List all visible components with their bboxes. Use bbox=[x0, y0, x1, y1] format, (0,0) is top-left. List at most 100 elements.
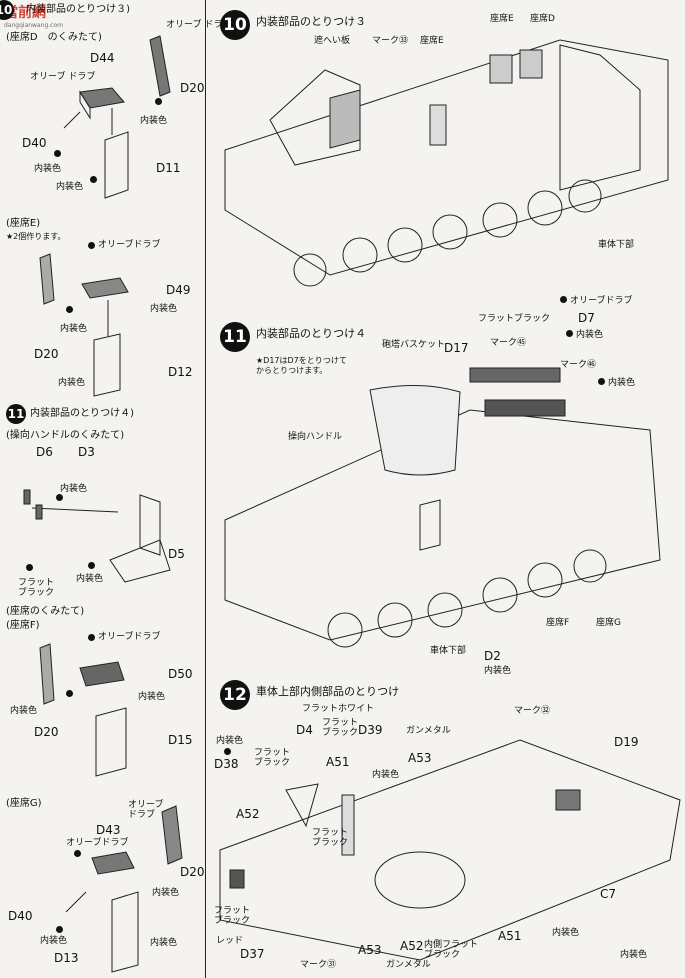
paint-dot bbox=[26, 564, 33, 571]
part-a53: A53 bbox=[358, 943, 382, 957]
paint-dot bbox=[56, 494, 63, 501]
step-header: 内装部品のとりつけ３) bbox=[26, 4, 131, 15]
color-label-olive: オリーブ ドラブ bbox=[128, 800, 164, 820]
label-mark: マーク㊺ bbox=[490, 338, 527, 348]
part-d20: D20 bbox=[34, 725, 59, 739]
paint-dot bbox=[88, 562, 95, 569]
color-label-olive: オリーブドラブ bbox=[98, 240, 161, 250]
color-label-gunmetal: ガンメタル bbox=[406, 726, 451, 736]
step-title: 車体上部内側部品のとりつけ bbox=[256, 685, 400, 698]
label-mark: マーク㊻ bbox=[560, 360, 597, 370]
color-label-olive: オリーブドラブ bbox=[570, 296, 633, 306]
color-label-interior: 内装色 bbox=[484, 666, 512, 676]
seat-e-note: ★2個作ります。 bbox=[6, 232, 66, 241]
part-d43: D43 bbox=[96, 823, 121, 837]
seat-e-title: (座席E) bbox=[6, 218, 41, 229]
color-label-interior: 内装色 bbox=[552, 928, 580, 938]
color-label-interior: 内装色 bbox=[138, 692, 166, 702]
step11-hull-drawing bbox=[224, 367, 661, 648]
paint-dot bbox=[88, 634, 95, 641]
color-label-interior: 内装色 bbox=[140, 116, 168, 126]
part-d40: D40 bbox=[22, 136, 47, 150]
color-label-flat-black: フラットブラック bbox=[478, 314, 551, 324]
color-label-flat-white: フラットホワイト bbox=[302, 704, 375, 714]
paint-dot bbox=[54, 150, 61, 157]
paint-dot bbox=[560, 296, 567, 303]
step-title: 内装部品のとりつけ４ bbox=[256, 327, 367, 340]
color-label-interior: 内装色 bbox=[608, 378, 636, 388]
part-a52: A52 bbox=[400, 939, 424, 953]
color-label-red: レッド bbox=[216, 936, 244, 946]
seat-f-drawing bbox=[39, 643, 127, 777]
part-d17: D17 bbox=[444, 341, 469, 355]
label-mark: マーク㉜ bbox=[514, 706, 551, 716]
paint-dot bbox=[66, 306, 73, 313]
part-d40: D40 bbox=[8, 909, 33, 923]
part-d37: D37 bbox=[240, 947, 265, 961]
label-shield: 遮へい板 bbox=[314, 36, 351, 46]
label-seat-d: 座席D bbox=[530, 14, 555, 24]
seat-d-title: (座席D のくみたて) bbox=[6, 32, 102, 43]
color-label-interior: 内装色 bbox=[76, 574, 104, 584]
seat-g-drawing bbox=[65, 805, 183, 973]
label-seat-e: 座席E bbox=[490, 14, 514, 24]
color-label-interior: 内装色 bbox=[34, 164, 62, 174]
color-label-interior: 内装色 bbox=[576, 330, 604, 340]
color-label-interior: 内装色 bbox=[60, 484, 88, 494]
part-d20: D20 bbox=[180, 865, 205, 879]
part-d49: D49 bbox=[166, 283, 191, 297]
label-turret-basket: 砲塔バスケット bbox=[382, 340, 446, 350]
label-hull-lower: 車体下部 bbox=[598, 240, 635, 250]
step11-note: ★D17はD7をとりつけて からとりつけます。 bbox=[256, 356, 347, 375]
color-label-interior: 内装色 bbox=[372, 770, 400, 780]
part-d13: D13 bbox=[54, 951, 79, 965]
paint-dot bbox=[155, 98, 162, 105]
paint-dot bbox=[56, 926, 63, 933]
paint-dot bbox=[566, 330, 573, 337]
step-number-badge: 11 bbox=[220, 322, 250, 352]
step12-upper-hull-drawing bbox=[219, 739, 681, 961]
step-title: 内装部品のとりつけ３ bbox=[256, 15, 367, 28]
color-label-interior: 内装色 bbox=[216, 736, 244, 746]
label-seat-g: 座席G bbox=[596, 618, 621, 628]
part-d38: D38 bbox=[214, 757, 239, 771]
seat-d-drawing bbox=[63, 35, 171, 199]
paint-dot bbox=[88, 242, 95, 249]
color-label-interior: 内装色 bbox=[40, 936, 68, 946]
color-label-olive: オリーブ ドラブ bbox=[166, 20, 232, 30]
label-steering: 操向ハンドル bbox=[288, 432, 343, 442]
paint-dot bbox=[74, 850, 81, 857]
part-c7: C7 bbox=[600, 887, 617, 901]
part-d5: D5 bbox=[168, 547, 185, 561]
color-label-flat-black: 内側フラット ブラック bbox=[424, 940, 479, 960]
part-d7: D7 bbox=[578, 311, 595, 325]
color-label-interior: 内装色 bbox=[152, 888, 180, 898]
part-a51: A51 bbox=[498, 929, 522, 943]
label-mark: マーク㉛ bbox=[300, 960, 337, 970]
step-number-badge: 10 bbox=[220, 10, 250, 40]
seat-e-drawing bbox=[39, 253, 129, 397]
step-number-badge: 10 bbox=[0, 0, 14, 20]
part-d20: D20 bbox=[34, 347, 59, 361]
color-label-olive: オリーブドラブ bbox=[98, 632, 161, 642]
steering-title: (操向ハンドルのくみたて) bbox=[6, 430, 125, 441]
step-number-badge: 12 bbox=[220, 680, 250, 710]
part-a52: A52 bbox=[236, 807, 260, 821]
label-hull-lower: 車体下部 bbox=[430, 646, 467, 656]
part-d19: D19 bbox=[614, 735, 639, 749]
color-label-olive: オリーブドラブ bbox=[66, 838, 129, 848]
part-d6: D6 bbox=[36, 445, 53, 459]
paint-dot bbox=[224, 748, 231, 755]
steering-drawing bbox=[23, 489, 171, 583]
paint-dot bbox=[90, 176, 97, 183]
color-label-interior: 内装色 bbox=[10, 706, 38, 716]
part-a53: A53 bbox=[408, 751, 432, 765]
part-a51: A51 bbox=[326, 755, 350, 769]
color-label-flat-black: フラット ブラック bbox=[254, 748, 291, 768]
color-label-interior: 内装色 bbox=[150, 304, 178, 314]
step-header: 内装部品のとりつけ４) bbox=[30, 408, 135, 419]
color-label-interior: 内装色 bbox=[620, 950, 648, 960]
label-mark: マーク㉝ bbox=[372, 36, 409, 46]
color-label-flat-black: フラット ブラック bbox=[18, 578, 55, 598]
seat-assembly-title: (座席のくみたて) bbox=[6, 606, 85, 617]
